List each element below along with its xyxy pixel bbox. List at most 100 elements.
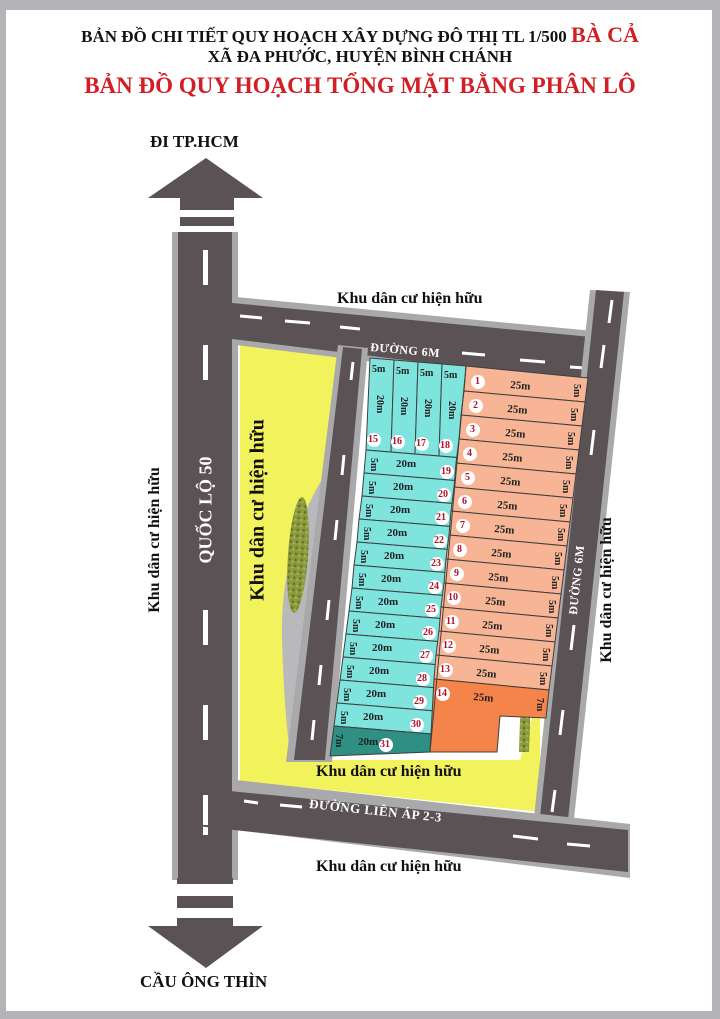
svg-text:25m: 25m	[507, 403, 528, 417]
highway-road	[178, 232, 232, 880]
svg-text:25m: 25m	[494, 523, 515, 537]
svg-text:5m: 5m	[396, 366, 410, 377]
bottom-road	[178, 786, 628, 872]
lot-number-29: 29	[414, 696, 424, 707]
title-main: BẢN ĐỒ CHI TIẾT QUY HOẠCH XÂY DỰNG ĐÔ TH…	[81, 27, 567, 46]
lot-number-4: 4	[467, 448, 472, 459]
svg-text:25m: 25m	[488, 571, 509, 585]
svg-text:5m: 5m	[341, 688, 352, 702]
svg-text:5m: 5m	[565, 432, 576, 446]
road-label-highway: QUỐC LỘ 50	[195, 456, 216, 564]
svg-text:20m: 20m	[381, 573, 401, 585]
lot-number-11: 11	[446, 616, 456, 627]
svg-text:25m: 25m	[510, 379, 531, 393]
lot-number-28: 28	[417, 673, 427, 684]
svg-text:20m: 20m	[378, 596, 398, 608]
lot-number-21: 21	[436, 512, 446, 523]
lot-number-7: 7	[460, 520, 465, 531]
title-subtitle: BẢN ĐỒ QUY HOẠCH TỔNG MẶT BẰNG PHÂN LÔ	[84, 73, 636, 98]
lot-number-20: 20	[438, 489, 448, 500]
svg-text:25m: 25m	[485, 595, 506, 609]
road-label-top: ĐƯỜNG 6M	[369, 340, 441, 361]
lot-number-18: 18	[440, 440, 450, 451]
svg-text:5m: 5m	[347, 642, 358, 656]
svg-text:25m: 25m	[482, 619, 503, 633]
area-label-west-inner: Khu dân cư hiện hữu	[246, 419, 269, 601]
svg-text:5m: 5m	[571, 384, 582, 398]
area-label-west-outer: Khu dân cư hiện hữu	[146, 467, 163, 613]
svg-text:5m: 5m	[353, 596, 364, 610]
svg-text:5m: 5m	[563, 456, 574, 470]
svg-text:5m: 5m	[557, 504, 568, 518]
lot-number-6: 6	[462, 496, 467, 507]
svg-text:5m: 5m	[363, 504, 374, 518]
svg-text:25m: 25m	[473, 691, 494, 705]
lot-number-5: 5	[465, 472, 470, 483]
svg-text:20m: 20m	[358, 736, 378, 748]
svg-text:5m: 5m	[552, 552, 563, 566]
area-label-east: Khu dân cư hiện hữu	[598, 517, 615, 663]
lot-number-16: 16	[392, 436, 402, 447]
svg-text:5m: 5m	[546, 600, 557, 614]
east-width-labels: 5m 5m 5m 5m 5m 5m 5m 5m 5m 5m 5m 5m 5m 7…	[534, 384, 582, 712]
lot-number-13: 13	[440, 664, 450, 675]
svg-text:5m: 5m	[549, 576, 560, 590]
svg-text:5m: 5m	[372, 364, 386, 375]
east-depth-labels: 25m 25m 25m 25m 25m 25m 25m 25m 25m 25m …	[473, 379, 531, 705]
svg-text:20m: 20m	[422, 399, 433, 418]
svg-text:5m: 5m	[555, 528, 566, 542]
svg-text:20m: 20m	[387, 527, 407, 539]
svg-text:20m: 20m	[375, 619, 395, 631]
north-arrow-icon	[148, 158, 263, 226]
svg-text:5m: 5m	[366, 481, 377, 495]
svg-text:20m: 20m	[369, 665, 389, 677]
lot-number-19: 19	[441, 466, 451, 477]
lots-15-18	[365, 357, 467, 459]
right-road-lane-marks	[550, 299, 614, 813]
lot-number-3: 3	[470, 424, 475, 435]
svg-text:5m: 5m	[420, 368, 434, 379]
svg-text:20m: 20m	[396, 458, 416, 470]
junction-mark	[203, 795, 208, 825]
svg-text:20m: 20m	[398, 397, 409, 416]
top-road	[232, 303, 602, 384]
svg-text:20m: 20m	[372, 642, 392, 654]
svg-text:20m: 20m	[390, 504, 410, 516]
direction-south-label: CẦU ÔNG THÌN	[140, 972, 268, 991]
west-width-labels: 5m 5m 5m 5m 5m 5m 5m 5m 5m 5m 5m 5m 7m	[333, 458, 379, 748]
road-label-bottom: ĐƯỜNG LIÊN ÁP 2-3	[308, 796, 443, 825]
lot-number-31: 31	[380, 739, 390, 750]
svg-text:5m: 5m	[540, 648, 551, 662]
inner-road	[294, 347, 362, 760]
svg-text:7m: 7m	[333, 734, 344, 748]
svg-text:5m: 5m	[368, 458, 379, 472]
area-label-south-outer: Khu dân cư hiện hữu	[316, 858, 462, 875]
lot-number-30: 30	[411, 719, 421, 730]
bottom-road-lane-marks	[243, 799, 591, 848]
area-label-north: Khu dân cư hiện hữu	[337, 290, 483, 307]
svg-text:25m: 25m	[476, 667, 497, 681]
svg-text:20m: 20m	[446, 401, 457, 420]
svg-text:25m: 25m	[497, 499, 518, 513]
lot-number-8: 8	[457, 544, 462, 555]
lot-number-27: 27	[420, 650, 430, 661]
svg-text:5m: 5m	[560, 480, 571, 494]
lot-number-23: 23	[431, 558, 441, 569]
block-divider	[429, 365, 467, 753]
svg-text:20m: 20m	[384, 550, 404, 562]
lot-number-22: 22	[434, 535, 444, 546]
road-label-right: ĐƯỜNG 6M	[565, 544, 588, 616]
title-location: XÃ ĐA PHƯỚC, HUYỆN BÌNH CHÁNH	[207, 47, 513, 66]
lot-number-markers	[367, 375, 485, 752]
svg-text:5m: 5m	[356, 573, 367, 587]
lot-number-15: 15	[368, 434, 378, 445]
area-label-south-inner: Khu dân cư hiện hữu	[316, 763, 462, 780]
title-line-1: BẢN ĐỒ CHI TIẾT QUY HOẠCH XÂY DỰNG ĐÔ TH…	[0, 22, 720, 48]
svg-text:5m: 5m	[338, 711, 349, 725]
title-project-name: BÀ CẢ	[571, 22, 639, 47]
